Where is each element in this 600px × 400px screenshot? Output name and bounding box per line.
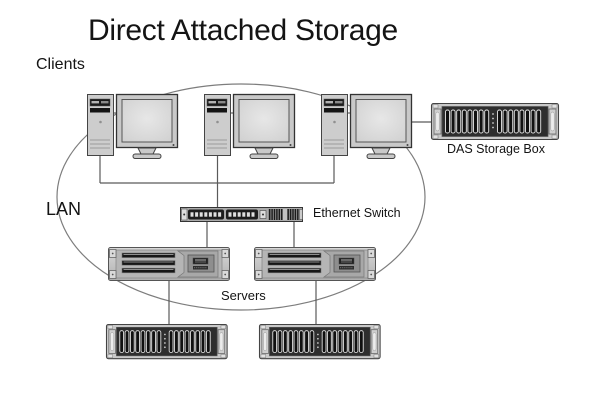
- das-storage-box-icon: [430, 102, 560, 141]
- client-pc-icon-3: [320, 93, 413, 160]
- client-pc-icon-2: [203, 93, 296, 160]
- ethernet-switch-label: Ethernet Switch: [313, 206, 401, 220]
- clients-label: Clients: [36, 56, 85, 73]
- connector-lines: [99, 121, 431, 324]
- lan-ellipse: [56, 83, 426, 311]
- server-icon-2: [254, 247, 376, 281]
- server-storage-array-icon-1: [105, 323, 228, 360]
- page-title: Direct Attached Storage: [88, 14, 398, 47]
- das-storage-box-label: DAS Storage Box: [447, 142, 545, 156]
- client-pc-icon-1: [86, 93, 179, 160]
- server-storage-array-icon-2: [258, 323, 381, 360]
- ethernet-switch-icon: [180, 207, 303, 222]
- servers-label: Servers: [221, 288, 266, 303]
- server-icon-1: [108, 247, 230, 281]
- lan-label: LAN: [46, 199, 82, 219]
